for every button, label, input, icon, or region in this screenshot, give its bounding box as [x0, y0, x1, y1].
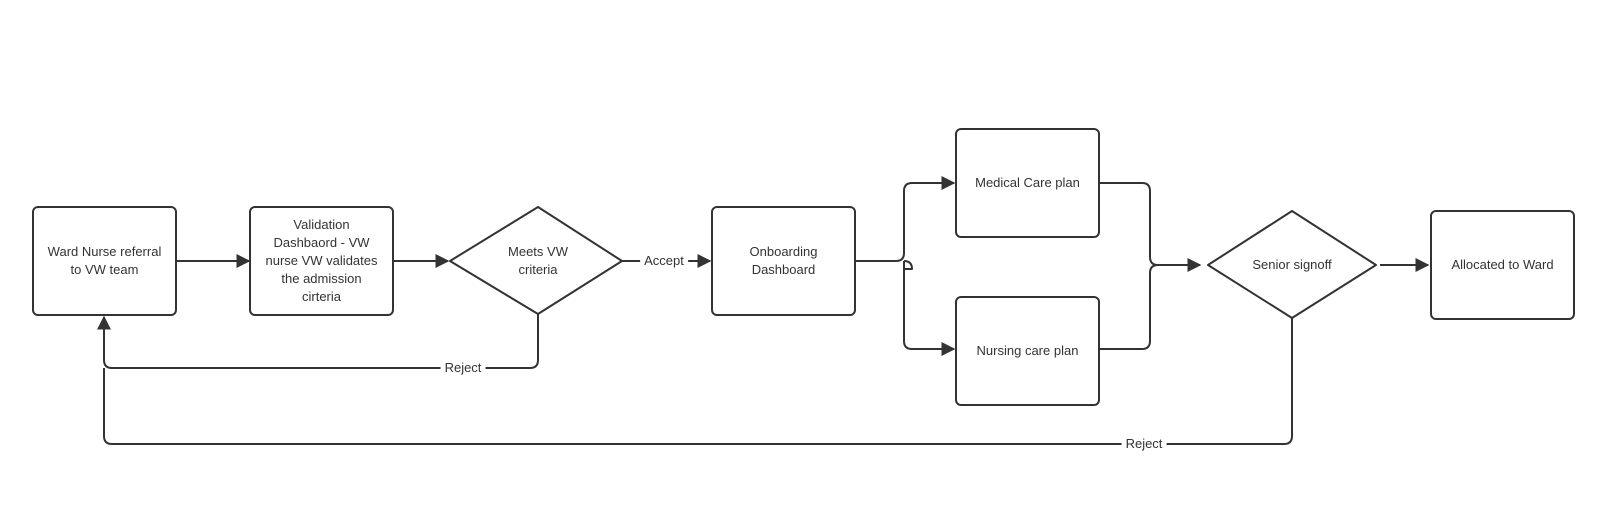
edge-onboarding-to-nursing: [903, 260, 954, 349]
decision-diamond-criteria: [449, 206, 623, 315]
decision-senior-signoff[interactable]: Senior signoff: [1232, 245, 1352, 285]
edge-label-reject-criteria: Reject: [440, 360, 486, 376]
edge-medical-to-signoff: [1100, 182, 1202, 272]
edge-onboarding-to-medical: [855, 176, 956, 262]
node-onboarding-dashboard-label: Onboarding Dashboard: [749, 244, 818, 277]
node-allocated-to-ward-label: Allocated to Ward: [1451, 257, 1554, 272]
node-medical-care-plan[interactable]: Medical Care plan: [955, 128, 1100, 238]
node-allocated-to-ward[interactable]: Allocated to Ward: [1430, 210, 1575, 320]
decision-senior-signoff-label: Senior signoff: [1252, 257, 1332, 272]
node-nursing-care-plan-label: Nursing care plan: [976, 343, 1079, 358]
node-medical-care-plan-label: Medical Care plan: [975, 175, 1080, 190]
decision-meets-criteria[interactable]: Meets VW criteria: [488, 236, 588, 286]
decision-meets-criteria-label: Meets VW criteria: [508, 244, 568, 277]
decision-diamond-signoff: [1207, 210, 1377, 319]
node-nursing-care-plan[interactable]: Nursing care plan: [955, 296, 1100, 406]
node-validation-dashboard[interactable]: Validation Dashbaord - VW nurse VW valid…: [249, 206, 394, 316]
node-ward-nurse-referral[interactable]: Ward Nurse referral to VW team: [32, 206, 177, 316]
edge-criteria-reject: [97, 314, 539, 369]
edge-nursing-to-signoff: [1100, 264, 1159, 350]
edge-signoff-reject: [103, 318, 1293, 445]
node-onboarding-dashboard[interactable]: Onboarding Dashboard: [711, 206, 856, 316]
node-ward-nurse-referral-label: Ward Nurse referral to VW team: [47, 244, 162, 277]
edge-label-reject-signoff: Reject: [1121, 436, 1167, 452]
edge-label-accept: Accept: [640, 253, 688, 269]
node-validation-dashboard-label: Validation Dashbaord - VW nurse VW valid…: [265, 217, 378, 304]
